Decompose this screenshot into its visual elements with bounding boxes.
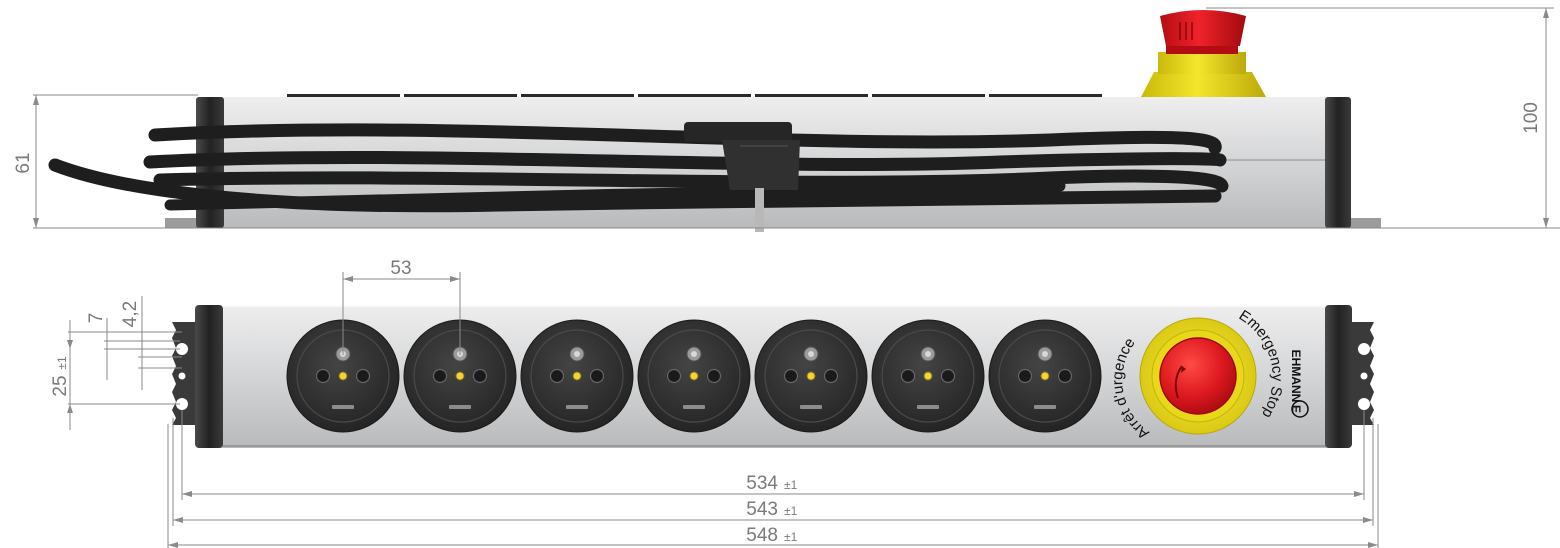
earth-pin-tip bbox=[1042, 351, 1048, 357]
earth-pin-tip bbox=[691, 351, 697, 357]
socket-outlet[interactable] bbox=[286, 319, 400, 433]
estop-mushroom bbox=[1159, 337, 1237, 415]
contact-hole bbox=[823, 368, 839, 384]
socket-outlet[interactable] bbox=[871, 319, 985, 433]
mount-hole bbox=[1358, 343, 1370, 355]
dim-width-inner-tol: ±1 bbox=[784, 478, 798, 492]
rating-label bbox=[800, 405, 822, 409]
top-view: Arrêt d'urgence Emergency Stop E EHMANN … bbox=[50, 258, 1379, 548]
side-view: 61 100 bbox=[13, 7, 1560, 232]
dim-height-side-label: 61 bbox=[13, 152, 34, 173]
rating-label bbox=[683, 405, 705, 409]
socket-ring bbox=[764, 329, 858, 423]
dim-hole-diameter-label: 4,2 bbox=[120, 301, 141, 327]
mount-hole bbox=[178, 372, 186, 380]
mount-hole bbox=[176, 343, 188, 355]
top-endcap-right bbox=[1325, 305, 1352, 448]
dim-height-side: 61 bbox=[13, 94, 1560, 229]
contact-hole bbox=[472, 368, 488, 384]
socket-outlet[interactable] bbox=[988, 319, 1102, 433]
bracket-left bbox=[172, 322, 196, 425]
rating-label bbox=[1034, 405, 1056, 409]
side-endcap-right bbox=[1325, 97, 1351, 228]
rating-label bbox=[566, 405, 588, 409]
mount-hole bbox=[1358, 398, 1370, 410]
side-plug bbox=[684, 122, 800, 232]
socket-outlet[interactable] bbox=[520, 319, 634, 433]
indicator-dot bbox=[1040, 371, 1050, 381]
socket-ring bbox=[530, 329, 624, 423]
dim-width-outer-label: 548 bbox=[746, 525, 778, 546]
contact-hole bbox=[666, 368, 682, 384]
dim-widths: 534 ±1 543 ±1 548 ±1 bbox=[167, 410, 1379, 548]
contact-hole bbox=[355, 368, 371, 384]
contact-hole bbox=[315, 368, 331, 384]
contact-hole bbox=[1017, 368, 1033, 384]
socket-row bbox=[286, 319, 1102, 433]
dim-height-total-label: 100 bbox=[1521, 102, 1542, 134]
brand-logo: E EHMANN bbox=[1289, 350, 1309, 418]
brand-name: EHMANN bbox=[1289, 350, 1303, 403]
dim-mounting: 7 4,2 25 ±1 bbox=[50, 296, 182, 430]
contact-hole bbox=[432, 368, 448, 384]
side-foot-left bbox=[165, 218, 200, 228]
bracket-right bbox=[1350, 322, 1374, 425]
indicator-dot bbox=[806, 371, 816, 381]
brand-logo-icon bbox=[1291, 400, 1309, 418]
dim-height-total: 100 bbox=[1206, 7, 1554, 228]
side-cable bbox=[48, 123, 1229, 213]
dim-mount-spacing-label: 25 bbox=[50, 375, 71, 396]
indicator-dot bbox=[455, 371, 465, 381]
dim-width-inner-label: 534 bbox=[746, 473, 778, 494]
dim-hole-offset-label: 7 bbox=[86, 313, 107, 324]
socket-ring bbox=[647, 329, 741, 423]
socket-ring bbox=[998, 329, 1092, 423]
socket-outlet[interactable] bbox=[637, 319, 751, 433]
socket-ring bbox=[881, 329, 975, 423]
contact-hole bbox=[549, 368, 565, 384]
rotate-arrow-icon bbox=[1174, 365, 1183, 399]
dim-width-mid-label: 543 bbox=[746, 499, 778, 520]
mount-hole bbox=[176, 398, 188, 410]
emergency-stop-button[interactable]: Arrêt d'urgence Emergency Stop bbox=[1109, 307, 1286, 442]
indicator-dot bbox=[572, 371, 582, 381]
indicator-dot bbox=[689, 371, 699, 381]
brand-logo-letter: E bbox=[1289, 405, 1303, 413]
dim-socket-pitch-label: 53 bbox=[390, 258, 411, 279]
indicator-dot bbox=[338, 371, 348, 381]
side-socket-tops bbox=[287, 94, 1102, 99]
contact-hole bbox=[783, 368, 799, 384]
dim-mount-spacing-tol: ±1 bbox=[55, 356, 69, 370]
socket-outlet[interactable] bbox=[754, 319, 868, 433]
contact-hole bbox=[940, 368, 956, 384]
dim-width-outer-tol: ±1 bbox=[784, 530, 798, 544]
mount-hole bbox=[1360, 372, 1368, 380]
side-foot-right bbox=[1346, 218, 1381, 228]
rating-label bbox=[332, 405, 354, 409]
contact-hole bbox=[706, 368, 722, 384]
dim-width-mid-tol: ±1 bbox=[784, 504, 798, 518]
earth-pin-tip bbox=[574, 351, 580, 357]
rating-label bbox=[449, 405, 471, 409]
side-emergency-stop bbox=[1141, 10, 1266, 97]
indicator-dot bbox=[923, 371, 933, 381]
earth-pin-tip bbox=[925, 351, 931, 357]
earth-pin-tip bbox=[808, 351, 814, 357]
contact-hole bbox=[900, 368, 916, 384]
top-endcap-left bbox=[195, 305, 223, 448]
contact-hole bbox=[1057, 368, 1073, 384]
rating-label bbox=[917, 405, 939, 409]
dim-socket-pitch: 53 bbox=[342, 258, 461, 355]
contact-hole bbox=[589, 368, 605, 384]
